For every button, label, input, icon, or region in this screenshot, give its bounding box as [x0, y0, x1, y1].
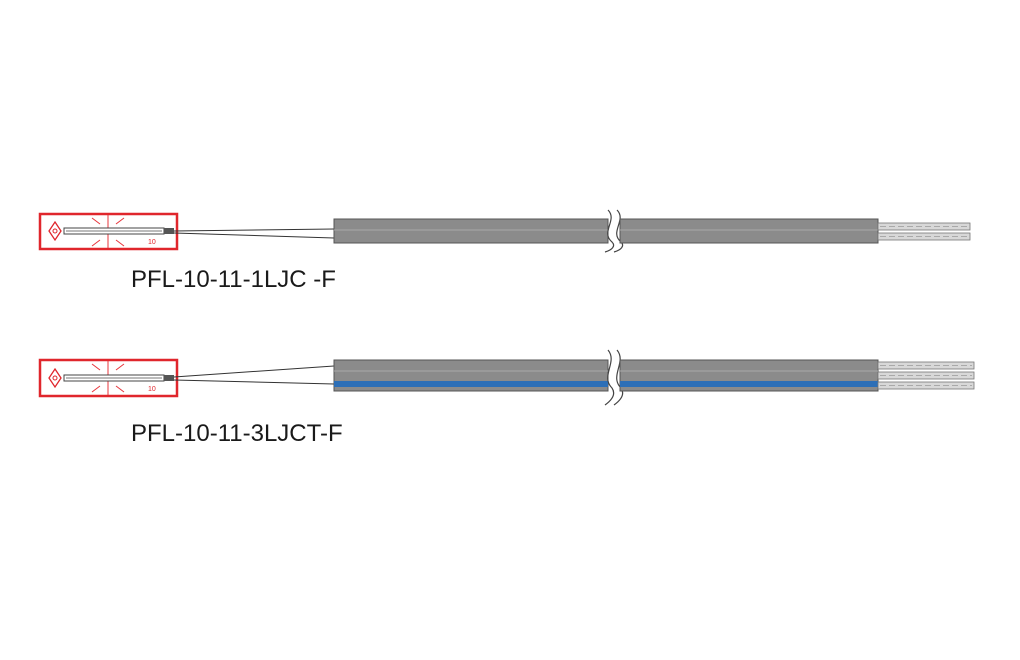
model-label-2: PFL-10-11-3LJCT-F — [131, 420, 343, 447]
cable-2-left-stripe — [334, 381, 608, 387]
gauge-outline-2 — [38, 358, 179, 398]
lead-wire-1b — [173, 232, 335, 239]
model-label-1: PFL-10-11-1LJC -F — [131, 266, 336, 293]
lead-wire-2a — [173, 365, 335, 378]
conductors-2 — [877, 361, 975, 390]
diamond-dot-1 — [52, 228, 58, 234]
gauge-marking-2: 10 — [148, 386, 156, 393]
lead-wire-1a — [173, 228, 335, 232]
cable-2 — [333, 349, 975, 406]
strain-gauge-2: 10 — [38, 358, 335, 398]
strain-gauge-1: 10 — [38, 212, 335, 251]
cable-break-1a — [604, 209, 615, 253]
cable-2-right-stripe — [620, 381, 878, 387]
cable-1-right — [619, 218, 879, 244]
lead-wire-2b — [173, 379, 335, 385]
diamond-mark-1 — [48, 220, 62, 242]
gauge-marking-1: 10 — [148, 239, 156, 246]
gauge-tab-1 — [164, 228, 174, 234]
gauge-outline-1 — [38, 212, 179, 251]
conductors-1 — [877, 222, 971, 241]
diamond-mark-2 — [48, 367, 62, 389]
cable-break-2a — [604, 349, 615, 406]
gauge-tab-2 — [164, 375, 174, 381]
cable-1-left — [333, 218, 609, 244]
cable-1 — [333, 209, 971, 253]
diamond-dot-2 — [52, 375, 58, 381]
